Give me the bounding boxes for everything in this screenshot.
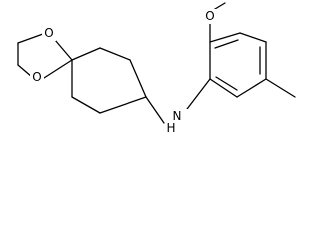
bond-ring-c2-c3 — [239, 32, 267, 43]
dioxolane-oxygen-bottom-label: O — [32, 70, 41, 84]
dioxolane-oxygen-top-label: O — [44, 26, 53, 40]
bond-spiro-o-top — [54, 39, 73, 61]
bond-ring-c5-c6 — [209, 78, 238, 98]
bond-cy-top-spiro — [71, 47, 101, 61]
bond-cy-upper-top — [99, 47, 131, 61]
molecule-diagram: O O O N H — [17, 2, 296, 135]
bond-ring-c1-c2 — [209, 32, 241, 43]
bond-n-ch — [145, 96, 165, 124]
bond-cy-lower-bottom — [71, 96, 101, 114]
bonds — [17, 2, 296, 124]
bond-o-top-ch2 — [17, 33, 44, 44]
bond-o-bottom-spiro — [43, 59, 73, 79]
methoxy-oxygen-label: O — [205, 9, 214, 23]
atom-labels: O O O N H — [30, 9, 217, 135]
bond-ch2-o-bottom — [17, 64, 33, 78]
bond-cy-bottom-ch — [99, 96, 147, 114]
bond-cy-ch-upper — [129, 59, 147, 98]
bond-c6-n — [183, 78, 211, 114]
bond-ring-methyl — [265, 78, 296, 98]
amine-nitrogen-label: N — [173, 109, 182, 123]
bond-aromatic-inner-1 — [214, 39, 239, 49]
molecule-structure: O O O N H — [17, 2, 296, 135]
bond-aromatic-inner-3 — [215, 76, 238, 91]
amine-hydrogen-label: H — [166, 121, 175, 135]
bond-ring-c4-c5 — [236, 78, 267, 98]
